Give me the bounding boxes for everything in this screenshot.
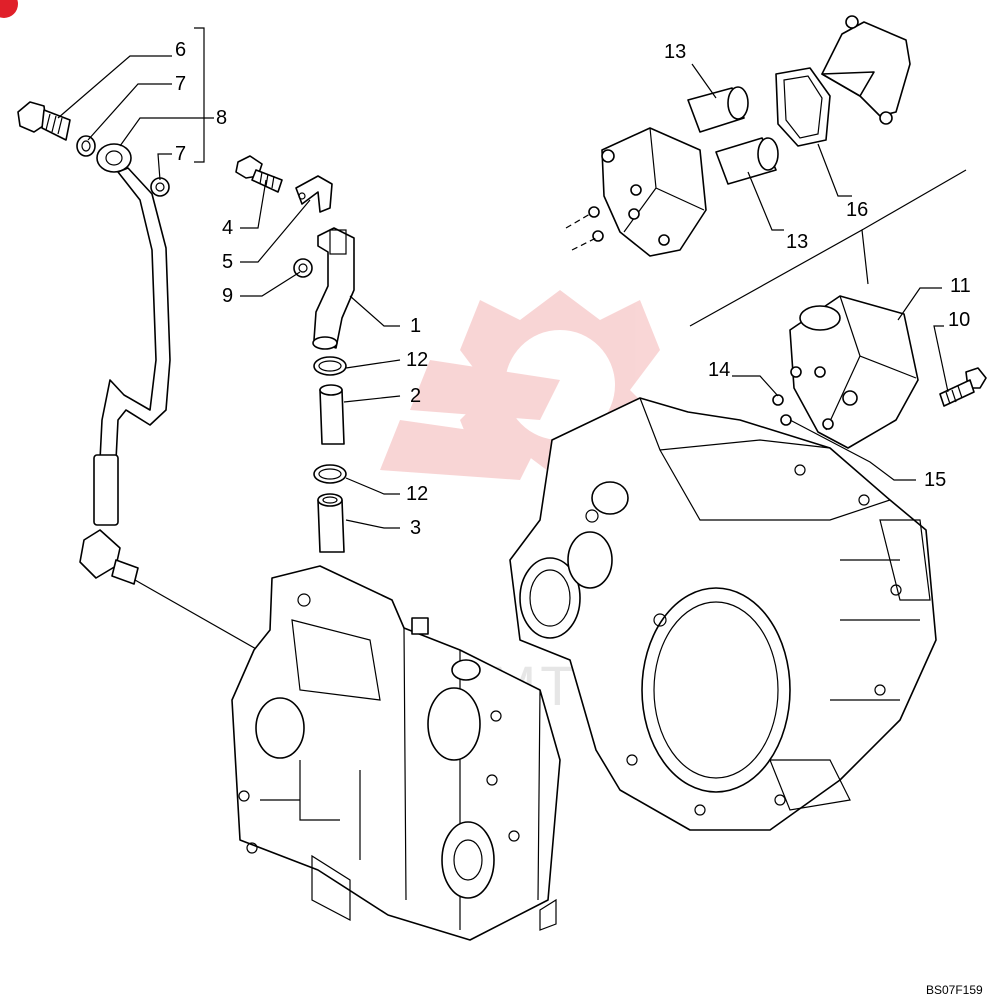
breather-hose xyxy=(319,384,345,445)
sealing-washer-2 xyxy=(150,177,170,197)
cap-screw-right xyxy=(939,367,987,407)
washer-right-b xyxy=(780,414,792,426)
banjo-bolt xyxy=(17,101,71,141)
callout-1: 1 xyxy=(410,315,421,337)
pipe-leader-line xyxy=(134,579,273,659)
assembly-dash-lines xyxy=(565,213,597,251)
callout-12: 12 xyxy=(406,349,428,371)
oil-pipe xyxy=(99,167,171,461)
watermark-gear-icon xyxy=(380,290,660,480)
callout-10: 10 xyxy=(948,309,970,331)
gasket xyxy=(775,67,831,147)
thermostat-cover xyxy=(821,15,911,125)
callout-4: 4 xyxy=(222,217,233,239)
callout-7-lower: 7 xyxy=(175,143,186,165)
callout-3: 3 xyxy=(410,517,421,539)
breather-elbow xyxy=(312,227,355,350)
callout-labels: 6 7 8 7 4 5 9 1 12 2 12 3 13 13 16 11 10… xyxy=(175,39,971,539)
callout-12-lower: 12 xyxy=(406,483,428,505)
callout-6: 6 xyxy=(175,39,186,61)
cap-screw xyxy=(235,155,283,193)
hose-clamp-upper xyxy=(313,356,347,376)
leader-lines xyxy=(57,27,949,529)
sealing-washer xyxy=(76,135,96,157)
callout-8: 8 xyxy=(216,107,227,129)
callout-13: 13 xyxy=(664,41,686,63)
callout-13-lower: 13 xyxy=(786,231,808,253)
callout-2: 2 xyxy=(410,385,421,407)
pipe-end-fitting xyxy=(79,529,139,585)
banjo-fitting xyxy=(96,143,132,173)
pipe-sleeve xyxy=(93,454,119,526)
callout-5: 5 xyxy=(222,251,233,273)
thermostat-housing-lower xyxy=(789,295,919,449)
callout-11: 11 xyxy=(950,275,971,297)
breather-tube xyxy=(317,493,345,553)
hose-clamp-lower xyxy=(313,464,347,484)
thermostat-housing-upper xyxy=(601,127,707,257)
callout-9: 9 xyxy=(222,285,233,307)
callout-14: 14 xyxy=(708,359,730,381)
drawing-code: BS07F159 xyxy=(926,983,983,997)
washer-right-a xyxy=(772,394,784,406)
sleeve-lower xyxy=(715,137,779,185)
washer-upper-b xyxy=(592,230,604,242)
flywheel-housing xyxy=(509,397,937,831)
timing-gear-housing xyxy=(231,565,561,941)
callout-16: 16 xyxy=(846,199,868,221)
clamp-bracket xyxy=(295,175,333,213)
callout-15: 15 xyxy=(924,469,946,491)
washer-upper-a xyxy=(588,206,600,218)
callout-7: 7 xyxy=(175,73,186,95)
sleeve-upper xyxy=(687,86,749,133)
corner-badge-icon xyxy=(0,0,18,18)
